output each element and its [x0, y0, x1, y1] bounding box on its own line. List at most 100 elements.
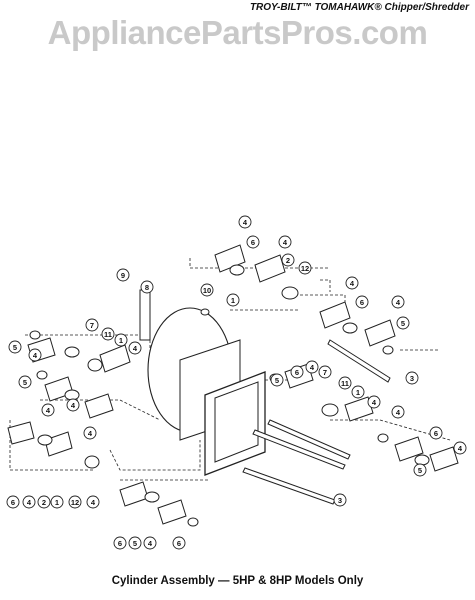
callout: 4	[305, 360, 319, 374]
header-title: TROY-BILT™ TOMAHAWK® Chipper/Shredder	[249, 2, 469, 13]
callouts: 4 6 4 2 12 9 8 10 1 4 6 4 5 7 11 1 4 5 4…	[6, 215, 467, 550]
callout: 4	[66, 398, 80, 412]
svg-text:6: 6	[11, 498, 15, 507]
svg-text:4: 4	[91, 498, 96, 507]
svg-text:5: 5	[13, 343, 17, 352]
callout: 4	[143, 536, 157, 550]
callout: 5	[413, 463, 427, 477]
callout: 3	[405, 371, 419, 385]
callout: 2	[37, 495, 51, 509]
svg-text:4: 4	[458, 444, 463, 453]
svg-text:4: 4	[243, 218, 248, 227]
callout: 4	[367, 395, 381, 409]
svg-text:4: 4	[283, 238, 288, 247]
callout: 7	[318, 365, 332, 379]
svg-text:4: 4	[88, 429, 93, 438]
callout: 6	[113, 536, 127, 550]
svg-text:4: 4	[372, 398, 377, 407]
svg-text:1: 1	[231, 296, 235, 305]
svg-text:3: 3	[410, 374, 414, 383]
svg-text:4: 4	[46, 406, 51, 415]
callout: 4	[391, 295, 405, 309]
callout: 5	[8, 340, 22, 354]
svg-text:4: 4	[310, 363, 315, 372]
callout: 4	[128, 341, 142, 355]
svg-text:1: 1	[356, 388, 360, 397]
svg-text:7: 7	[90, 321, 94, 330]
svg-text:4: 4	[350, 279, 355, 288]
callout: 4	[28, 348, 42, 362]
svg-text:6: 6	[434, 429, 438, 438]
cylinder-assembly-drawing	[7, 244, 459, 527]
svg-text:6: 6	[118, 539, 122, 548]
callout: 9	[116, 268, 130, 282]
svg-text:6: 6	[251, 238, 255, 247]
svg-text:11: 11	[104, 330, 112, 339]
callout: 5	[270, 373, 284, 387]
watermark: AppliancePartsPros.com	[47, 14, 428, 51]
svg-text:12: 12	[71, 498, 79, 507]
callout: 6	[246, 235, 260, 249]
callout: 3	[333, 493, 347, 507]
svg-text:5: 5	[275, 376, 279, 385]
callout: 4	[238, 215, 252, 229]
svg-text:6: 6	[295, 368, 299, 377]
svg-text:8: 8	[145, 283, 149, 292]
callout: 4	[83, 426, 97, 440]
svg-text:10: 10	[203, 286, 211, 295]
callout: 8	[140, 280, 154, 294]
callout: 5	[396, 316, 410, 330]
figure-caption: Cylinder Assembly — 5HP & 8HP Models Onl…	[111, 575, 364, 587]
svg-text:4: 4	[133, 344, 138, 353]
callout: 6	[172, 536, 186, 550]
callout: 4	[453, 441, 467, 455]
svg-text:4: 4	[396, 298, 401, 307]
callout: 4	[22, 495, 36, 509]
svg-text:12: 12	[301, 264, 309, 273]
callout: 12	[298, 261, 312, 275]
callout: 6	[290, 365, 304, 379]
callout: 10	[200, 283, 214, 297]
svg-text:4: 4	[27, 498, 32, 507]
svg-text:1: 1	[55, 498, 59, 507]
svg-text:4: 4	[33, 351, 38, 360]
knife-plates	[7, 244, 459, 525]
rods	[242, 339, 391, 505]
callout: 2	[281, 253, 295, 267]
callout: 1	[50, 495, 64, 509]
callout: 4	[345, 276, 359, 290]
svg-text:4: 4	[71, 401, 76, 410]
callout: 11	[101, 327, 115, 341]
svg-text:7: 7	[323, 368, 327, 377]
callout: 5	[128, 536, 142, 550]
svg-text:3: 3	[338, 496, 342, 505]
callout: 1	[351, 385, 365, 399]
bracket	[139, 289, 151, 341]
callout: 7	[85, 318, 99, 332]
callout: 4	[41, 403, 55, 417]
svg-text:6: 6	[360, 298, 364, 307]
callout: 4	[86, 495, 100, 509]
svg-text:5: 5	[401, 319, 405, 328]
callout: 5	[18, 375, 32, 389]
callout: 4	[391, 405, 405, 419]
callout: 1	[114, 333, 128, 347]
svg-text:5: 5	[23, 378, 27, 387]
callout: 6	[6, 495, 20, 509]
svg-text:6: 6	[177, 539, 181, 548]
callout: 11	[338, 376, 352, 390]
callout: 6	[429, 426, 443, 440]
svg-text:2: 2	[42, 498, 46, 507]
callout: 1	[226, 293, 240, 307]
svg-text:11: 11	[341, 379, 349, 388]
svg-text:4: 4	[396, 408, 401, 417]
svg-text:5: 5	[133, 539, 137, 548]
callout: 6	[355, 295, 369, 309]
svg-text:2: 2	[286, 256, 290, 265]
svg-text:4: 4	[148, 539, 153, 548]
svg-text:5: 5	[418, 466, 422, 475]
callout: 4	[278, 235, 292, 249]
svg-text:9: 9	[121, 271, 125, 280]
callout: 12	[68, 495, 82, 509]
